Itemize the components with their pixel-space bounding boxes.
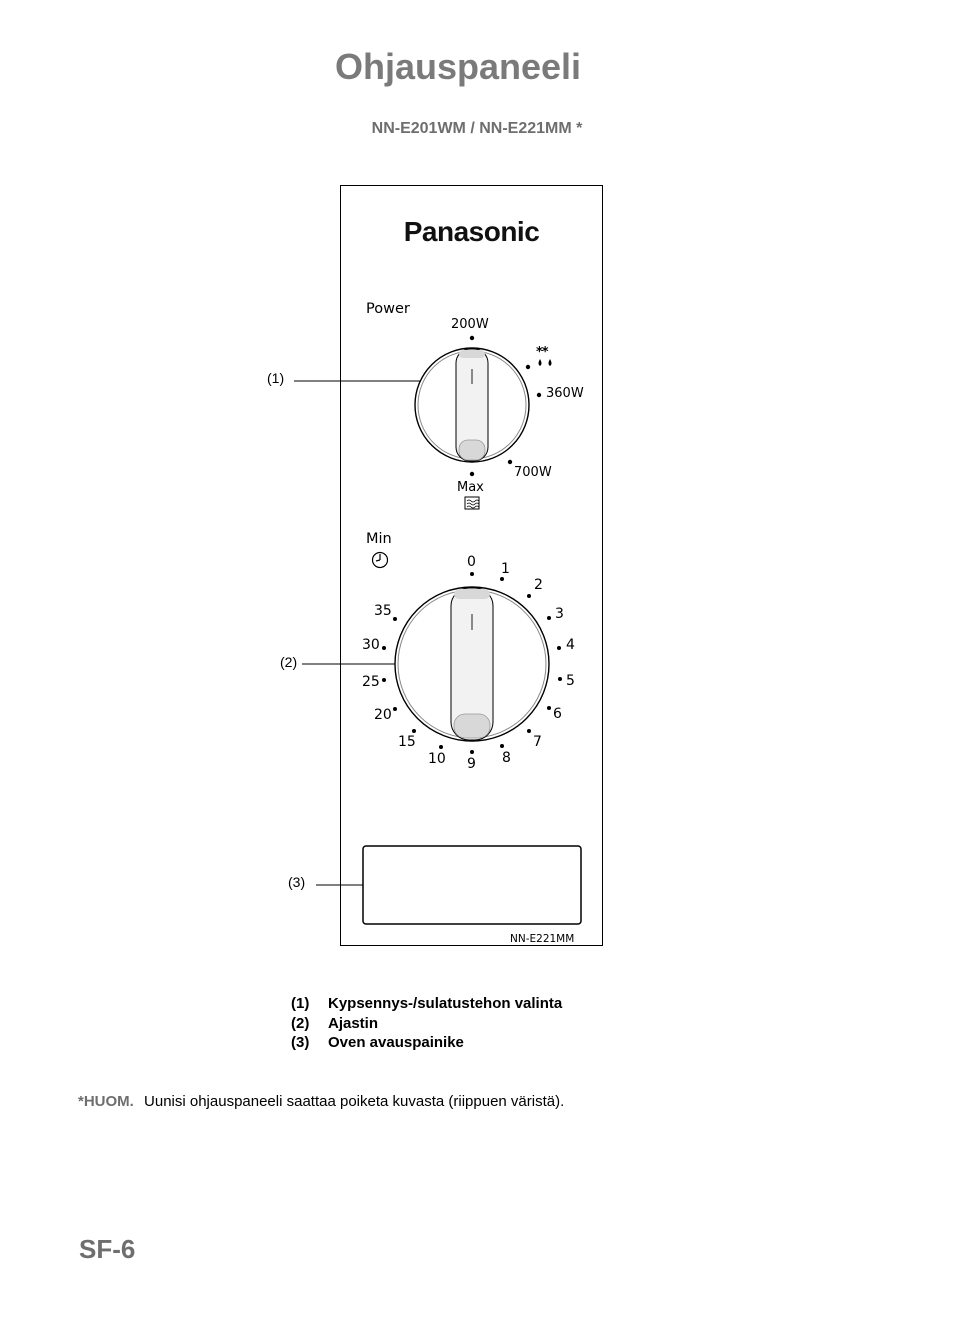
page-number: SF-6 — [79, 1234, 136, 1264]
timer-mark-9: 9 — [467, 756, 476, 772]
dot-defrost — [525, 364, 531, 370]
legend: (1) Kypsennys-/sulatustehon valinta (2) … — [291, 994, 562, 1053]
note-label: *HUOM. — [78, 1093, 134, 1110]
timer-mark-10: 10 — [428, 751, 446, 767]
callout-3: (3) — [288, 874, 306, 890]
timer-mark-0: 0 — [467, 554, 476, 570]
dot-700w — [507, 459, 513, 465]
callout-1: (1) — [267, 370, 285, 386]
timer-mark-15: 15 — [398, 734, 416, 750]
clock-icon — [371, 551, 389, 569]
dot-360w — [536, 392, 542, 398]
defrost-symbol: ** — [536, 345, 549, 360]
power-mark-360w: 360W — [546, 386, 584, 401]
legend-item: (3) Oven avauspainike — [291, 1033, 562, 1053]
legend-item: (1) Kypsennys-/sulatustehon valinta — [291, 994, 562, 1014]
dot-max — [469, 471, 475, 477]
legend-number: (2) — [291, 1014, 310, 1032]
timer-mark-1: 1 — [501, 561, 510, 577]
power-mark-700w: 700W — [514, 465, 552, 480]
timer-mark-3: 3 — [555, 606, 564, 622]
defrost-drops-icon — [538, 359, 552, 366]
legend-item: (2) Ajastin — [291, 1014, 562, 1034]
power-mark-max: Max — [457, 480, 484, 495]
timer-mark-4: 4 — [566, 637, 575, 653]
door-open-button[interactable] — [362, 845, 582, 925]
timer-mark-30: 30 — [362, 637, 380, 653]
dot-200w — [469, 335, 475, 341]
timer-scale-dots — [382, 572, 562, 754]
timer-mark-6: 6 — [553, 706, 562, 722]
timer-mark-35: 35 — [374, 603, 392, 619]
legend-text: Ajastin — [328, 1014, 379, 1032]
model-label: NN-E221MM — [510, 933, 575, 945]
timer-knob[interactable] — [394, 586, 550, 742]
note-text: Uunisi ohjauspaneeli saattaa poiketa kuv… — [144, 1093, 565, 1110]
timer-mark-5: 5 — [566, 673, 575, 689]
power-knob[interactable] — [414, 347, 530, 463]
legend-text: Kypsennys-/sulatustehon valinta — [328, 995, 563, 1012]
legend-number: (1) — [291, 995, 310, 1012]
page-title: Ohjauspaneeli — [334, 46, 582, 87]
power-label: Power — [366, 301, 410, 317]
microwave-wave-icon — [464, 496, 480, 510]
callout-2: (2) — [280, 654, 298, 670]
legend-text: Oven avauspainike — [328, 1034, 464, 1051]
brand-logo: Panasonic — [403, 216, 540, 247]
control-panel: Panasonic — [340, 185, 603, 946]
power-mark-200w: 200W — [451, 317, 489, 332]
timer-mark-25: 25 — [362, 674, 380, 690]
model-subtitle: NN-E201WM / NN-E221MM * — [371, 120, 583, 137]
note: *HUOM. Uunisi ohjauspaneeli saattaa poik… — [78, 1093, 564, 1110]
timer-label: Min — [366, 531, 392, 547]
timer-mark-20: 20 — [374, 707, 392, 723]
legend-number: (3) — [291, 1034, 310, 1051]
timer-mark-2: 2 — [534, 577, 543, 593]
timer-mark-7: 7 — [533, 734, 542, 750]
timer-mark-8: 8 — [502, 750, 511, 766]
